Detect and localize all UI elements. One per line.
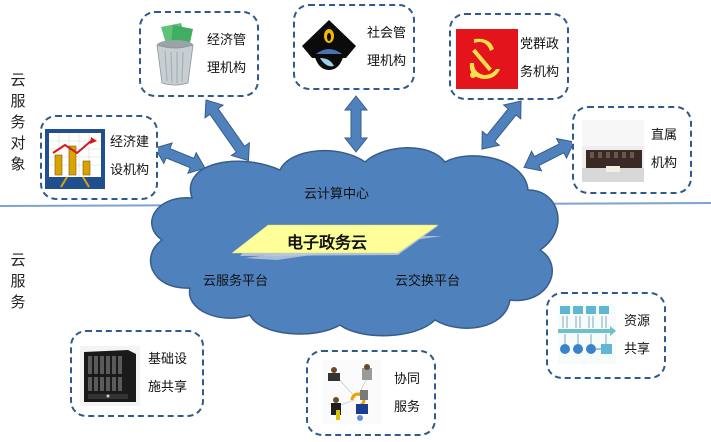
party-flag-icon	[456, 29, 518, 89]
object-label: 党群政 务机构	[520, 37, 560, 80]
service-label: 资源 共享	[624, 314, 651, 357]
service-resource-sharing[interactable]: 资源 共享	[546, 292, 666, 379]
object-label: 经济管 理机构	[207, 33, 247, 76]
service-infrastructure-sharing[interactable]: 基础设 施共享	[70, 330, 204, 417]
object-label: 社会管 理机构	[367, 26, 407, 69]
bar-chart-icon	[45, 129, 105, 189]
service-label: 基础设 施共享	[148, 352, 188, 395]
service-collaborative[interactable]: 协同 服务	[306, 350, 436, 436]
cloud-computing-center-label: 云计算中心	[304, 187, 370, 202]
money-bin-icon	[153, 23, 198, 87]
arrow-party-affairs	[481, 100, 522, 150]
object-social-management[interactable]: 社会管 理机构	[293, 4, 415, 90]
cloud-exchange-platform-label: 云交换平台	[395, 274, 461, 289]
object-label: 经济建 设机构	[110, 135, 150, 178]
object-direct-affiliates[interactable]: 直属 机构	[572, 106, 692, 194]
server-rack-icon	[80, 346, 140, 406]
object-label: 直属 机构	[651, 128, 678, 171]
cloud-service-platform-label: 云服务平台	[203, 274, 269, 289]
arrow-econ-management	[204, 99, 250, 162]
arrow-direct-affiliates	[523, 137, 575, 172]
e-gov-cloud-title: 电子政务云	[287, 233, 368, 252]
police-cap-icon	[300, 16, 358, 74]
section-label-cloud-services: 云 服 务	[10, 251, 26, 311]
office-photo-icon	[582, 120, 644, 182]
object-econ-management[interactable]: 经济管 理机构	[139, 11, 259, 97]
collaboration-icon	[322, 360, 382, 424]
section-label-cloud-service-objects: 云 服 务 对 象	[10, 71, 26, 173]
arrow-social-management	[343, 95, 369, 153]
object-econ-construction[interactable]: 经济建 设机构	[40, 115, 158, 200]
object-party-affairs[interactable]: 党群政 务机构	[449, 13, 569, 100]
network-topology-icon	[558, 304, 616, 364]
e-government-cloud	[149, 147, 559, 337]
service-label: 协同 服务	[394, 372, 421, 415]
